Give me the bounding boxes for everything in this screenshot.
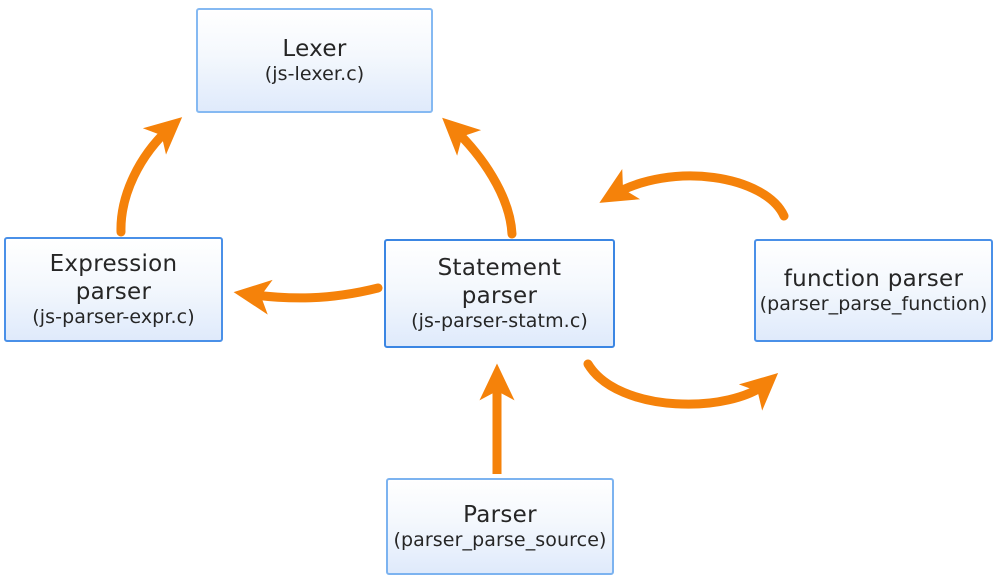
node-statement-parser-title-line2: parser (461, 282, 538, 309)
node-lexer-title: Lexer (282, 35, 347, 62)
node-statement-parser[interactable]: Statement parser (js-parser-statm.c) (384, 239, 615, 348)
node-lexer[interactable]: Lexer (js-lexer.c) (196, 8, 433, 113)
node-function-parser[interactable]: function parser (parser_parse_function) (754, 239, 993, 342)
node-parser-title: Parser (463, 501, 537, 528)
node-statement-parser-title: Statement (437, 254, 562, 281)
node-parser[interactable]: Parser (parser_parse_source) (386, 478, 614, 575)
node-function-parser-title: function parser (783, 265, 964, 292)
arrow-statement-parser-to-function-parser (583, 359, 779, 411)
node-function-parser-subtitle: (parser_parse_function) (759, 292, 988, 315)
arrow-expression-parser-to-lexer (116, 117, 183, 237)
arrow-statement-parser-to-lexer (442, 117, 517, 239)
node-parser-subtitle: (parser_parse_source) (393, 528, 607, 551)
node-statement-parser-subtitle: (js-parser-statm.c) (411, 309, 588, 332)
node-lexer-subtitle: (js-lexer.c) (264, 62, 365, 85)
node-expression-parser[interactable]: Expression parser (js-parser-expr.c) (4, 237, 223, 342)
arrow-statement-parser-to-expression-parser (233, 279, 383, 315)
node-expression-parser-title-line2: parser (75, 278, 152, 305)
node-expression-parser-subtitle: (js-parser-expr.c) (32, 305, 195, 328)
node-expression-parser-title: Expression (49, 250, 178, 277)
arrow-function-parser-to-statement-parser (599, 169, 789, 221)
